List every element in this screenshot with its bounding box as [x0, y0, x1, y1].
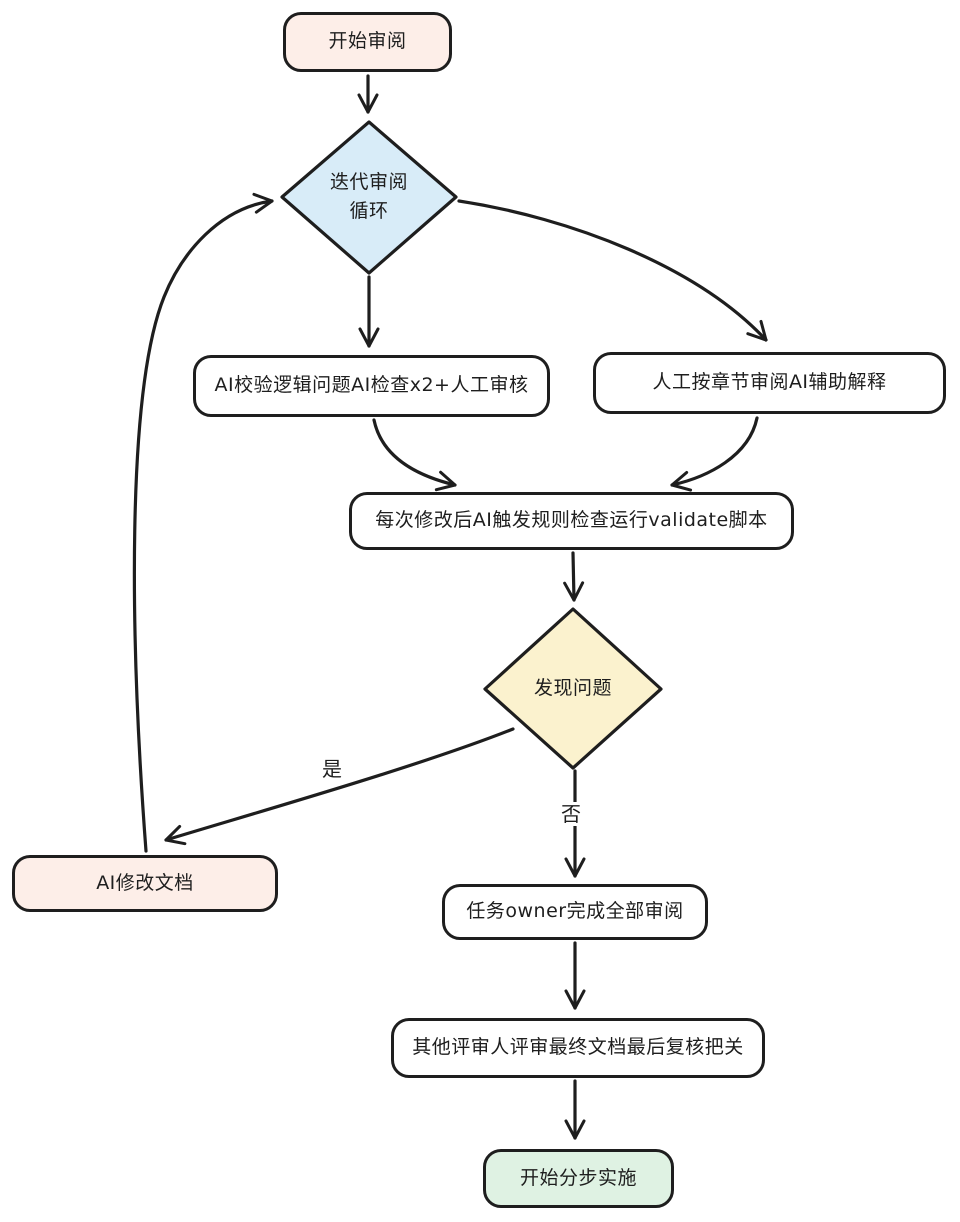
node-ai-fix-document: AI修改文档	[12, 855, 278, 912]
node-owner-complete-review: 任务owner完成全部审阅	[442, 884, 708, 940]
edge-validate-to-found-issue	[563, 551, 585, 602]
node-start-review: 开始审阅	[283, 12, 452, 72]
edge-ai-fix-to-loop	[132, 192, 274, 853]
node-start-stepwise-implementation: 开始分步实施	[483, 1149, 674, 1208]
node-validate-script: 每次修改后AI触发规则检查运行validate脚本	[349, 492, 794, 550]
edge-found-issue-to-ai-fix	[164, 727, 515, 846]
node-found-issue-label: 发现问题	[533, 677, 612, 700]
node-other-reviewers-final-check: 其他评审人评审最终文档最后复核把关	[391, 1018, 765, 1078]
node-iterative-loop-label: 迭代审阅 循环	[329, 170, 408, 222]
node-ai-logic-check: AI校验逻辑问题AI检查x2+人工审核	[193, 355, 550, 417]
node-human-chapter-review: 人工按章节审阅AI辅助解释	[593, 352, 946, 414]
edge-label-no: 否	[557, 802, 585, 826]
edge-ai-check-to-validate	[372, 418, 457, 492]
edge-human-review-to-validate	[670, 416, 759, 492]
node-found-issue-diamond	[483, 607, 663, 770]
edge-label-yes: 是	[318, 757, 346, 781]
edge-loop-to-human-review	[457, 199, 768, 342]
node-iterative-loop-diamond	[280, 120, 458, 275]
